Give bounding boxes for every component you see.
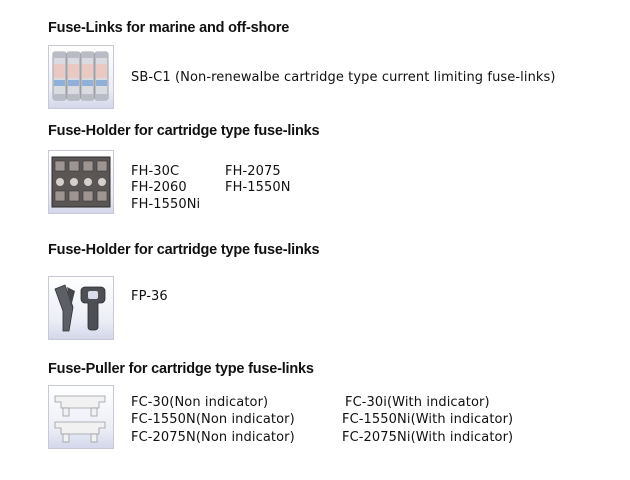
item-fc-2075n: FC-2075N(Non indicator)	[131, 430, 295, 445]
item-fc-30i: FC-30i(With indicator)	[345, 395, 490, 410]
fuse-puller-tool-icon[interactable]	[48, 276, 114, 340]
item-sb-c1: SB-C1 (Non-renewalbe cartridge type curr…	[131, 70, 556, 85]
item-fh-30c: FH-30C	[131, 164, 180, 179]
item-fh-1550ni: FH-1550Ni	[131, 197, 201, 212]
item-fc-1550n: FC-1550N(Non indicator)	[131, 412, 295, 427]
item-fh-2075: FH-2075	[225, 164, 281, 179]
item-fp-36: FP-36	[131, 289, 168, 304]
item-fc-2075ni: FC-2075Ni(With indicator)	[342, 430, 514, 445]
section-title-fuse-puller: Fuse-Puller for cartridge type fuse-link…	[48, 361, 314, 377]
section-title-fuse-holder-2: Fuse-Holder for cartridge type fuse-link…	[48, 242, 320, 258]
item-fh-1550n: FH-1550N	[225, 180, 291, 195]
section-title-fuse-holder: Fuse-Holder for cartridge type fuse-link…	[48, 123, 320, 139]
fuse-cover-icon[interactable]	[48, 385, 114, 449]
section-title-fuse-links: Fuse-Links for marine and off-shore	[48, 20, 290, 36]
item-fc-30: FC-30(Non indicator)	[131, 395, 269, 410]
fuse-holder-icon[interactable]	[48, 150, 114, 214]
fuse-links-icon[interactable]	[48, 45, 114, 109]
item-fc-1550ni: FC-1550Ni(With indicator)	[342, 412, 514, 427]
item-fh-2060: FH-2060	[131, 180, 187, 195]
